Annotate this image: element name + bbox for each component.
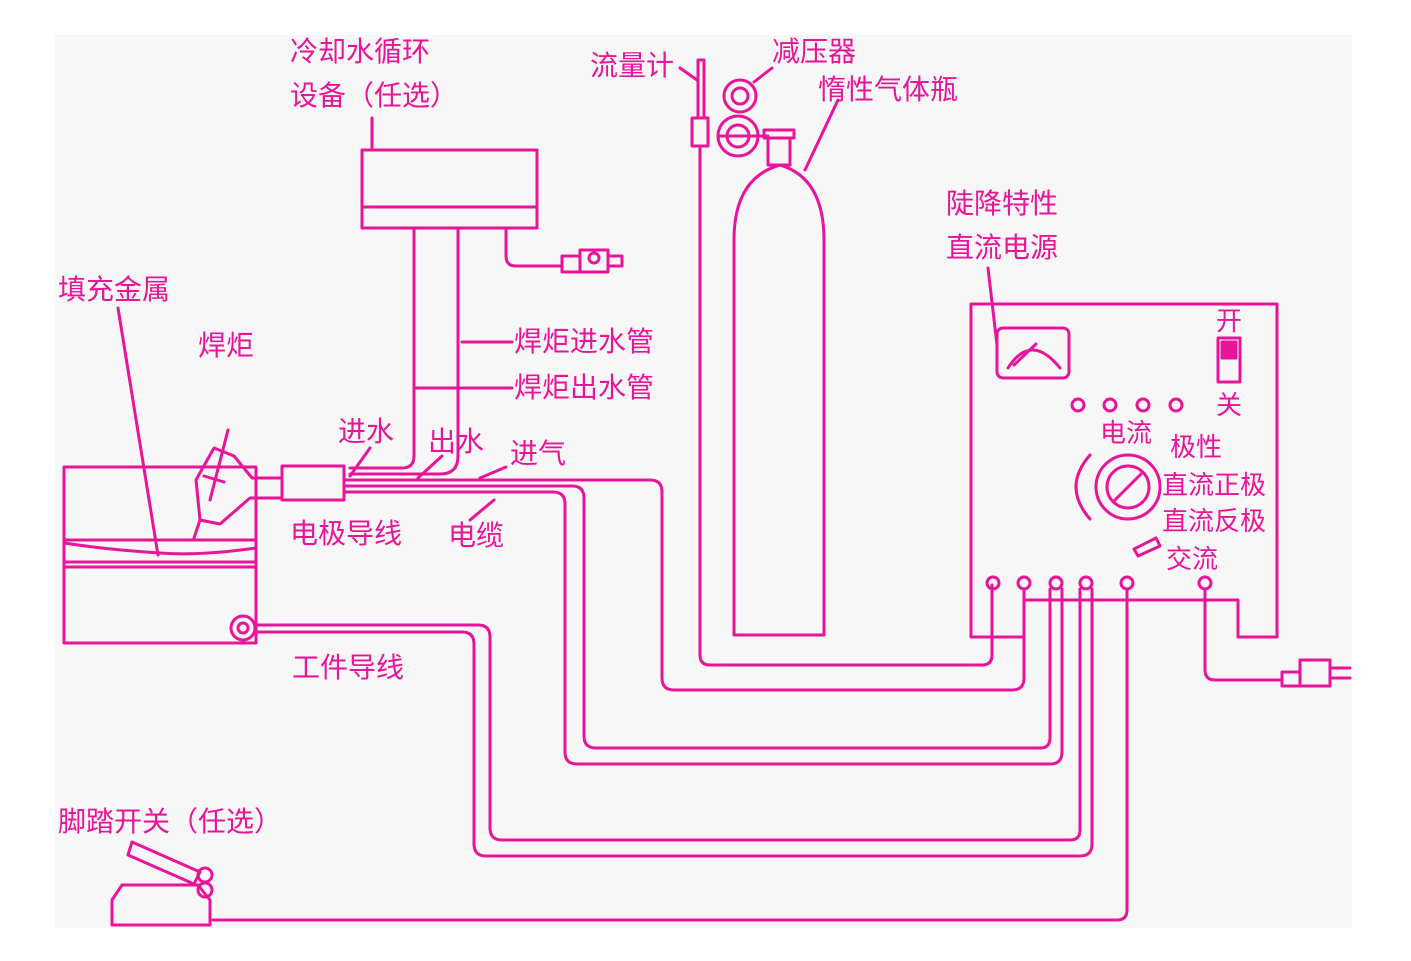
water-in-label: 进水 bbox=[338, 415, 395, 448]
current-knob-label: 电流 bbox=[1100, 419, 1153, 449]
inert-gas-cylinder bbox=[732, 98, 840, 637]
switch-on-label: 开 bbox=[1216, 307, 1243, 337]
torch-water-out-hose-label: 焊炬出水管 bbox=[514, 371, 655, 404]
ac-label: 交流 bbox=[1166, 545, 1219, 575]
regulator-label: 减压器 bbox=[772, 35, 857, 68]
dcep-label: 直流反极 bbox=[1162, 507, 1267, 537]
switch-off-label: 关 bbox=[1216, 391, 1243, 421]
torch-water-hoses bbox=[348, 226, 514, 476]
gas-in-label: 进气 bbox=[510, 437, 567, 470]
power-source-label-line2: 直流电源 bbox=[946, 231, 1059, 264]
power-source-label-line1: 陡降特性 bbox=[946, 187, 1059, 220]
cooling-water-unit bbox=[360, 116, 624, 274]
torch-water-in-hose-label: 焊炬进水管 bbox=[514, 325, 655, 358]
work-lead-label: 工件导线 bbox=[292, 651, 405, 684]
flowmeter-label: 流量计 bbox=[590, 49, 675, 82]
diagram-panel bbox=[55, 35, 1352, 928]
polarity-label: 极性 bbox=[1170, 433, 1223, 463]
filler-metal-label: 填充金属 bbox=[58, 273, 171, 306]
foot-switch bbox=[110, 840, 214, 927]
cable-runs bbox=[211, 446, 1129, 922]
dcen-label: 直流正极 bbox=[1162, 471, 1267, 501]
cable-label: 电缆 bbox=[448, 519, 505, 552]
workpiece-and-torch bbox=[62, 306, 346, 645]
dc-power-source bbox=[969, 266, 1352, 688]
torch-label: 焊炬 bbox=[198, 329, 255, 362]
foot-switch-label: 脚踏开关（任选） bbox=[58, 805, 283, 838]
cooling-unit-label-line2: 设备（任选） bbox=[290, 79, 459, 112]
electrode-lead-label: 电极导线 bbox=[290, 517, 403, 550]
regulator-flowmeter bbox=[678, 58, 994, 667]
gas-cylinder-label: 惰性气体瓶 bbox=[818, 73, 959, 106]
cooling-unit-label-line1: 冷却水循环 bbox=[290, 35, 431, 68]
water-out-label: 出水 bbox=[428, 425, 485, 458]
